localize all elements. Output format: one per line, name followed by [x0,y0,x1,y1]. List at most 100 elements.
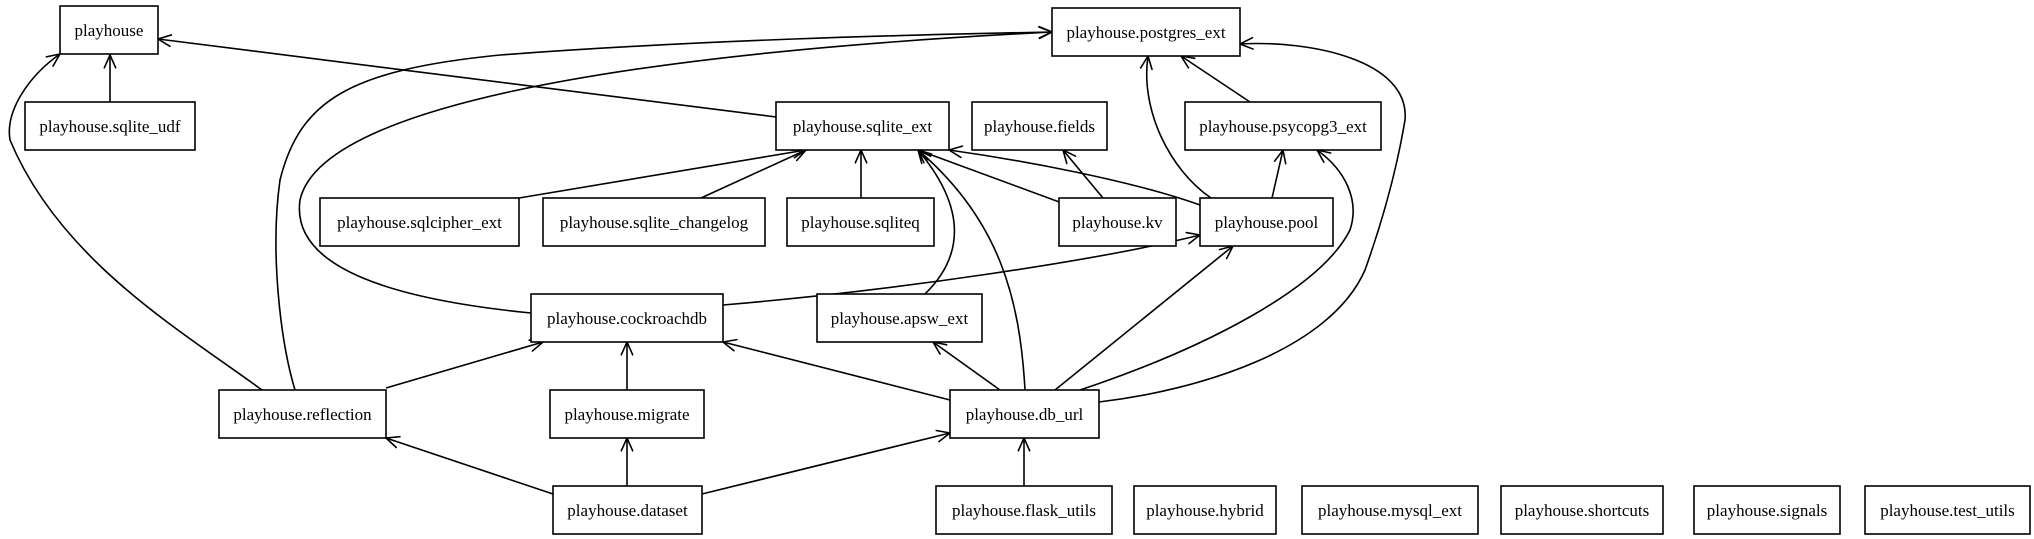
arrowhead-icon [103,54,117,69]
edge-line [298,31,1053,314]
edge-sqlcipher_ext-to-sqlite_ext [518,145,807,199]
edge-line [1180,55,1251,103]
edge-sqlite_udf-to-playhouse [103,54,117,102]
edge-line [1271,149,1284,199]
node-box [971,101,1108,151]
edges-layer [8,25,1406,495]
node-test-utils: playhouse.test_utils [1864,485,2031,535]
node-label: playhouse.sqliteq [801,213,920,232]
node-label: playhouse.shortcuts [1515,501,1650,520]
node-kv: playhouse.kv [1058,197,1177,247]
node-flask-utils: playhouse.flask_utils [935,485,1113,535]
edge-line [948,149,1201,206]
node-box [775,101,950,151]
node-playhouse: playhouse [59,5,159,55]
edge-dataset-to-db_url [701,429,951,495]
edge-db_url-to-apsw_ext [932,341,1001,391]
edge-sqlite_changelog-to-sqlite_ext [700,149,807,199]
node-label: playhouse.dataset [567,501,688,520]
node-box [1864,485,2031,535]
edge-db_url-to-sqlite_ext [917,149,1026,391]
node-label: playhouse.sqlite_changelog [560,213,749,232]
node-label: playhouse.sqlite_udf [39,117,181,136]
edge-line [722,341,951,401]
node-shortcuts: playhouse.shortcuts [1500,485,1664,535]
node-apsw-ext: playhouse.apsw_ext [816,293,983,343]
edge-kv-to-fields [1062,149,1104,199]
node-psycopg3-ext: playhouse.psycopg3_ext [1184,101,1382,151]
edge-line [917,149,1026,391]
node-box [1051,7,1241,57]
node-box [1301,485,1479,535]
node-box [1199,197,1334,247]
node-label: playhouse.pool [1215,213,1319,232]
node-label: playhouse.db_url [966,405,1084,424]
edge-sqlite_ext-to-playhouse [157,34,777,118]
edge-line [385,437,554,495]
node-cockroachdb: playhouse.cockroachdb [530,293,724,343]
edge-line [917,149,1063,204]
node-box [319,197,520,247]
edge-db_url-to-psycopg3_ext [1079,149,1354,391]
node-db-url: playhouse.db_url [949,389,1100,439]
node-dataset: playhouse.dataset [552,485,703,535]
edge-line [157,38,777,118]
edge-line [917,149,956,295]
node-reflection: playhouse.reflection [218,389,387,439]
node-pool: playhouse.pool [1199,197,1334,247]
node-box [935,485,1113,535]
node-label: playhouse.reflection [233,405,372,424]
edge-line [1062,149,1104,199]
node-hybrid: playhouse.hybrid [1133,485,1277,535]
node-box [1693,485,1841,535]
edge-line [1054,245,1234,391]
edge-flask_utils-to-db_url [1017,437,1031,486]
node-box [552,485,703,535]
node-label: playhouse.mysql_ext [1318,501,1462,520]
node-sqlite-changelog: playhouse.sqlite_changelog [542,197,766,247]
node-box [1133,485,1277,535]
edge-line [8,53,263,391]
node-label: playhouse.sqlcipher_ext [337,213,502,232]
node-signals: playhouse.signals [1693,485,1841,535]
nodes-layer: playhouse playhouse.postgres_ext playhouse… [24,5,2031,535]
edge-line [1079,149,1354,391]
node-box [24,101,196,151]
node-box [549,389,705,439]
node-box [59,5,159,55]
node-label: playhouse.cockroachdb [547,309,707,328]
node-label: playhouse.sqlite_ext [793,117,933,136]
node-sqliteq: playhouse.sqliteq [786,197,935,247]
edge-line [385,341,544,389]
edge-sqliteq-to-sqlite_ext [854,149,868,198]
edge-db_url-to-cockroachdb [722,338,951,401]
node-box [530,293,724,343]
node-mysql-ext: playhouse.mysql_ext [1301,485,1479,535]
edge-pool-to-psycopg3_ext [1271,149,1287,199]
node-migrate: playhouse.migrate [549,389,705,439]
edge-reflection-to-cockroachdb [385,339,544,389]
node-box [1500,485,1664,535]
node-box [1058,197,1177,247]
node-label: playhouse.postgres_ext [1066,23,1225,42]
edge-dataset-to-reflection [385,435,554,495]
edge-line [518,149,807,199]
node-label: playhouse.hybrid [1146,501,1264,520]
node-box [816,293,983,343]
node-box [542,197,766,247]
edge-line [701,432,951,495]
node-postgres-ext: playhouse.postgres_ext [1051,7,1241,57]
edge-db_url-to-pool [1054,245,1234,391]
node-box [218,389,387,439]
edge-psycopg3_ext-to-postgres_ext [1180,55,1251,103]
node-label: playhouse [75,21,144,40]
node-fields: playhouse.fields [971,101,1108,151]
node-label: playhouse.apsw_ext [831,309,969,328]
node-sqlite-udf: playhouse.sqlite_udf [24,101,196,151]
edge-dataset-to-migrate [620,437,634,486]
node-sqlite-ext: playhouse.sqlite_ext [775,101,950,151]
edge-line [932,341,1001,391]
node-label: playhouse.signals [1707,501,1827,520]
node-label: playhouse.migrate [564,405,689,424]
